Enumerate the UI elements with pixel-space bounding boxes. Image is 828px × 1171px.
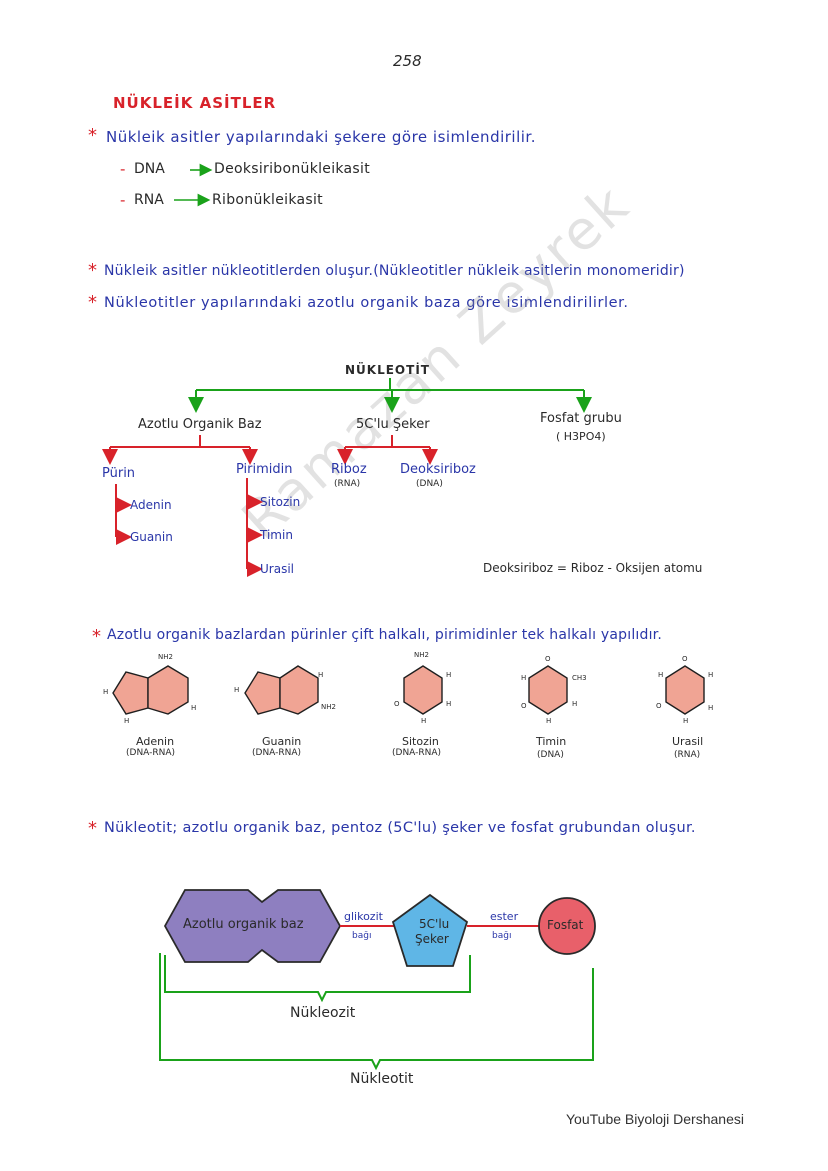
atom-label: H (124, 717, 130, 725)
atom-label: O (656, 702, 662, 710)
dna-full: Deoksiribonükleikasit (214, 161, 371, 177)
bullet-text-3: Nükleotitler yapılarındaki azotlu organi… (104, 295, 629, 311)
bullet-text-4: Azotlu organik bazlardan pürinler çift h… (107, 627, 662, 643)
molecule-name: Guanin (262, 735, 302, 748)
atom-label: H (234, 686, 240, 694)
atom-label: H (421, 717, 427, 725)
molecule-sub: (RNA) (674, 750, 701, 760)
tree-riboz-sub: (RNA) (334, 479, 361, 489)
tree-pirimidin-item: Sitozin (260, 495, 301, 509)
tree-deoksiriboz: Deoksiriboz (400, 462, 476, 477)
sitozin-structure (403, 665, 443, 715)
sugar-label-2: Şeker (415, 932, 449, 946)
tree-branch-base: Azotlu Organik Baz (138, 417, 262, 432)
molecule-sub: (DNA-RNA) (392, 748, 442, 758)
tree-pirimidin-item: Urasil (260, 562, 294, 576)
nukleotit-bracket (159, 953, 594, 1071)
atom-label: H (103, 688, 109, 696)
sugar-shape (391, 893, 469, 967)
atom-label: NH2 (414, 651, 429, 659)
nukleotit-label: Nükleotit (350, 1071, 414, 1087)
atom-label: H (708, 704, 714, 712)
bond2-label: ester (490, 910, 519, 923)
atom-label: NH2 (158, 653, 173, 661)
molecule-name: Sitozin (402, 735, 439, 748)
atom-label: H (318, 671, 324, 679)
molecule-sub: (DNA-RNA) (126, 748, 176, 758)
tree-purin: Pürin (102, 466, 136, 481)
footer-channel: YouTube Biyoloji Dershanesi (566, 1111, 744, 1127)
molecule-name: Adenin (136, 735, 175, 748)
phosphate-label: Fosfat (547, 918, 584, 932)
adenin-structure (112, 665, 189, 715)
tree-branch-sugar: 5C'lu Şeker (356, 417, 430, 432)
bullet-star-icon: * (88, 260, 97, 281)
tree-purin-item: Adenin (130, 498, 172, 512)
nukleozit-bracket (164, 955, 471, 1003)
tree-pirimidin: Pirimidin (236, 462, 293, 477)
bullet-star-icon: * (88, 125, 97, 146)
atom-label: H (658, 671, 664, 679)
atom-label: NH2 (321, 703, 336, 711)
dash-icon: - (120, 191, 126, 209)
atom-label: O (394, 700, 400, 708)
rna-label: RNA (134, 192, 164, 208)
atom-label: CH3 (572, 674, 587, 682)
atom-label: H (446, 671, 452, 679)
base-label: Azotlu organik baz (183, 917, 304, 932)
rna-full: Ribonükleikasit (212, 192, 323, 208)
atom-label: O (521, 702, 527, 710)
deoksiriboz-note: Deoksiriboz = Riboz - Oksijen atomu (483, 561, 703, 575)
atom-label: O (682, 655, 688, 663)
molecule-name: Urasil (672, 735, 704, 748)
atom-label: H (446, 700, 452, 708)
molecule-name: Timin (536, 735, 567, 748)
phosphate-shape (538, 897, 596, 955)
timin-structure (528, 665, 568, 715)
bond2-sub: bağı (492, 931, 512, 941)
sugar-label-1: 5C'lu (419, 917, 450, 931)
bullet-text-1: Nükleik asitler yapılarındaki şekere gör… (106, 128, 536, 146)
atom-label: H (572, 700, 578, 708)
base-shape (163, 889, 342, 963)
bond1-sub: bağı (352, 931, 372, 941)
atom-label: H (708, 671, 714, 679)
tree-deoksiriboz-sub: (DNA) (416, 479, 443, 489)
molecule-sub: (DNA-RNA) (252, 748, 302, 758)
bond1-label: glikozit (344, 910, 383, 923)
atom-label: H (521, 674, 527, 682)
atom-label: H (546, 717, 552, 725)
tree-pirimidin-item: Timin (260, 528, 293, 542)
page-number: 258 (393, 52, 422, 70)
tree-branch-phosphate: Fosfat grubu (540, 411, 622, 426)
bullet-text-5: Nükleotit; azotlu organik baz, pentoz (5… (104, 820, 696, 836)
guanin-structure (244, 665, 319, 715)
atom-label: H (191, 704, 197, 712)
nukleozit-label: Nükleozit (290, 1005, 356, 1021)
atom-label: O (545, 655, 551, 663)
tree-root: NÜKLEOTİT (345, 363, 430, 377)
bullet-text-2: Nükleik asitler nükleotitlerden oluşur.(… (104, 263, 685, 279)
atom-label: H (683, 717, 689, 725)
molecule-sub: (DNA) (537, 750, 564, 760)
tree-phosphate-formula: ( H3PO4) (556, 430, 606, 443)
page-title: NÜKLEİK ASİTLER (113, 94, 277, 112)
bullet-star-icon: * (92, 626, 101, 647)
bullet-star-icon: * (88, 818, 97, 839)
urasil-structure (665, 665, 705, 715)
tree-purin-item: Guanin (130, 530, 173, 544)
tree-riboz: Riboz (331, 462, 367, 477)
dna-label: DNA (134, 161, 165, 177)
bullet-star-icon: * (88, 292, 97, 313)
dash-icon: - (120, 160, 126, 178)
